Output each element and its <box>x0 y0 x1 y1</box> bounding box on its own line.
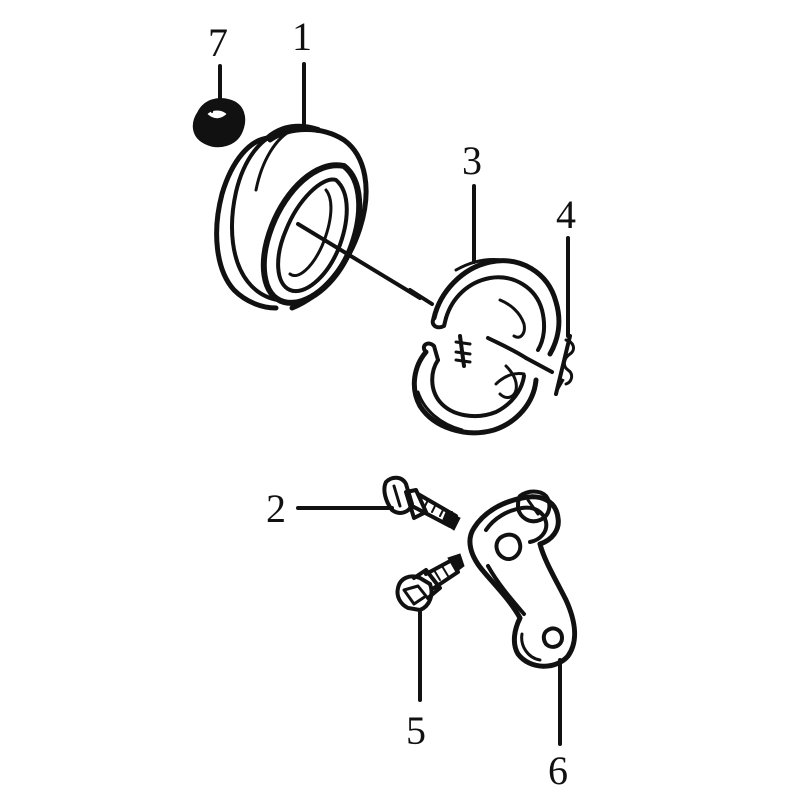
part-7-nut <box>192 98 246 148</box>
part-5-flange-bolt <box>395 553 465 613</box>
callout-4: 4 <box>556 192 576 237</box>
callout-2: 2 <box>266 486 286 531</box>
callout-6: 6 <box>548 748 568 793</box>
part-2-bolt <box>382 475 461 531</box>
part-6-brake-arm <box>467 489 577 669</box>
callout-3: 3 <box>462 138 482 183</box>
part-4-spring <box>554 334 575 396</box>
part-1-brake-drum <box>214 123 434 311</box>
callout-1: 1 <box>292 14 312 59</box>
part-3-brake-shoes <box>411 258 562 436</box>
leader-lines <box>218 62 570 746</box>
callout-5: 5 <box>406 708 426 753</box>
callout-7: 7 <box>208 20 228 65</box>
